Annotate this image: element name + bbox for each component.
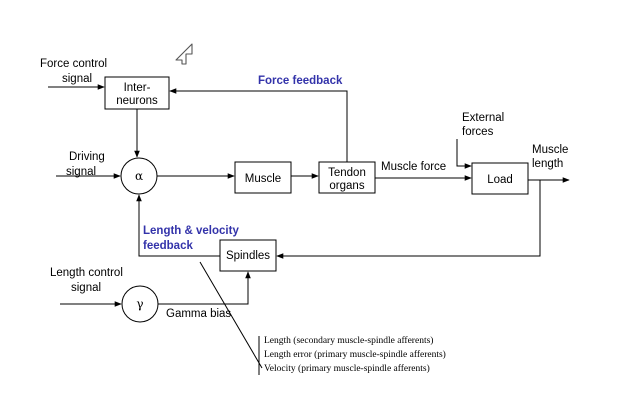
muscle-length-label-2: length: [532, 158, 563, 170]
spindles-box: Spindles: [219, 239, 277, 272]
gamma-node: γ: [121, 285, 159, 323]
load-box: Load: [471, 162, 529, 195]
annotation-leader-line: [199, 261, 263, 369]
svg-text:Tendon: Tendon: [328, 167, 366, 179]
force-feedback-line: [169, 88, 348, 162]
interneurons-box: Inter- neurons: [104, 76, 170, 110]
spindles-to-alpha-line: [136, 194, 220, 257]
length-to-spindles-line: [276, 180, 541, 259]
svg-text:Muscle: Muscle: [245, 173, 281, 185]
force-control-label-2: signal: [62, 73, 92, 85]
gamma-bias-line: [158, 271, 251, 305]
svg-text:α: α: [135, 169, 143, 183]
length-control-label-2: signal: [71, 282, 101, 294]
svg-text:Spindles: Spindles: [226, 250, 270, 262]
external-forces-arrow: [456, 139, 472, 169]
external-forces-label-2: forces: [462, 126, 494, 138]
annotation-line-1: Length (secondary muscle-spindle afferen…: [264, 335, 433, 346]
force-feedback-label: Force feedback: [258, 75, 343, 87]
svg-text:neurons: neurons: [116, 95, 158, 107]
annotation-line-3: Velocity (primary muscle-spindle afferen…: [264, 363, 430, 374]
annotation-line-2: Length error (primary muscle-spindle aff…: [264, 349, 446, 360]
force-control-label-1: Force control: [40, 58, 107, 70]
muscle-length-label-1: Muscle: [532, 144, 568, 156]
driving-signal-label-1: Driving: [69, 151, 105, 163]
external-forces-label-1: External: [462, 112, 504, 124]
muscle-force-label: Muscle force: [381, 161, 446, 173]
length-control-label-1: Length control: [50, 267, 123, 279]
svg-text:γ: γ: [136, 297, 143, 311]
alpha-node: α: [120, 157, 158, 195]
pointer-arrow-icon: [175, 43, 193, 65]
length-velocity-feedback-label-1: Length & velocity: [143, 225, 239, 237]
gamma-bias-label: Gamma bias: [166, 308, 231, 320]
svg-text:organs: organs: [329, 180, 364, 192]
muscle-box: Muscle: [234, 161, 292, 194]
svg-text:Load: Load: [487, 174, 513, 186]
driving-signal-label-2: signal: [66, 166, 96, 178]
length-velocity-feedback-label-2: feedback: [143, 240, 193, 252]
svg-text:Inter-: Inter-: [124, 82, 151, 94]
tendon-organs-box: Tendon organs: [318, 161, 376, 194]
